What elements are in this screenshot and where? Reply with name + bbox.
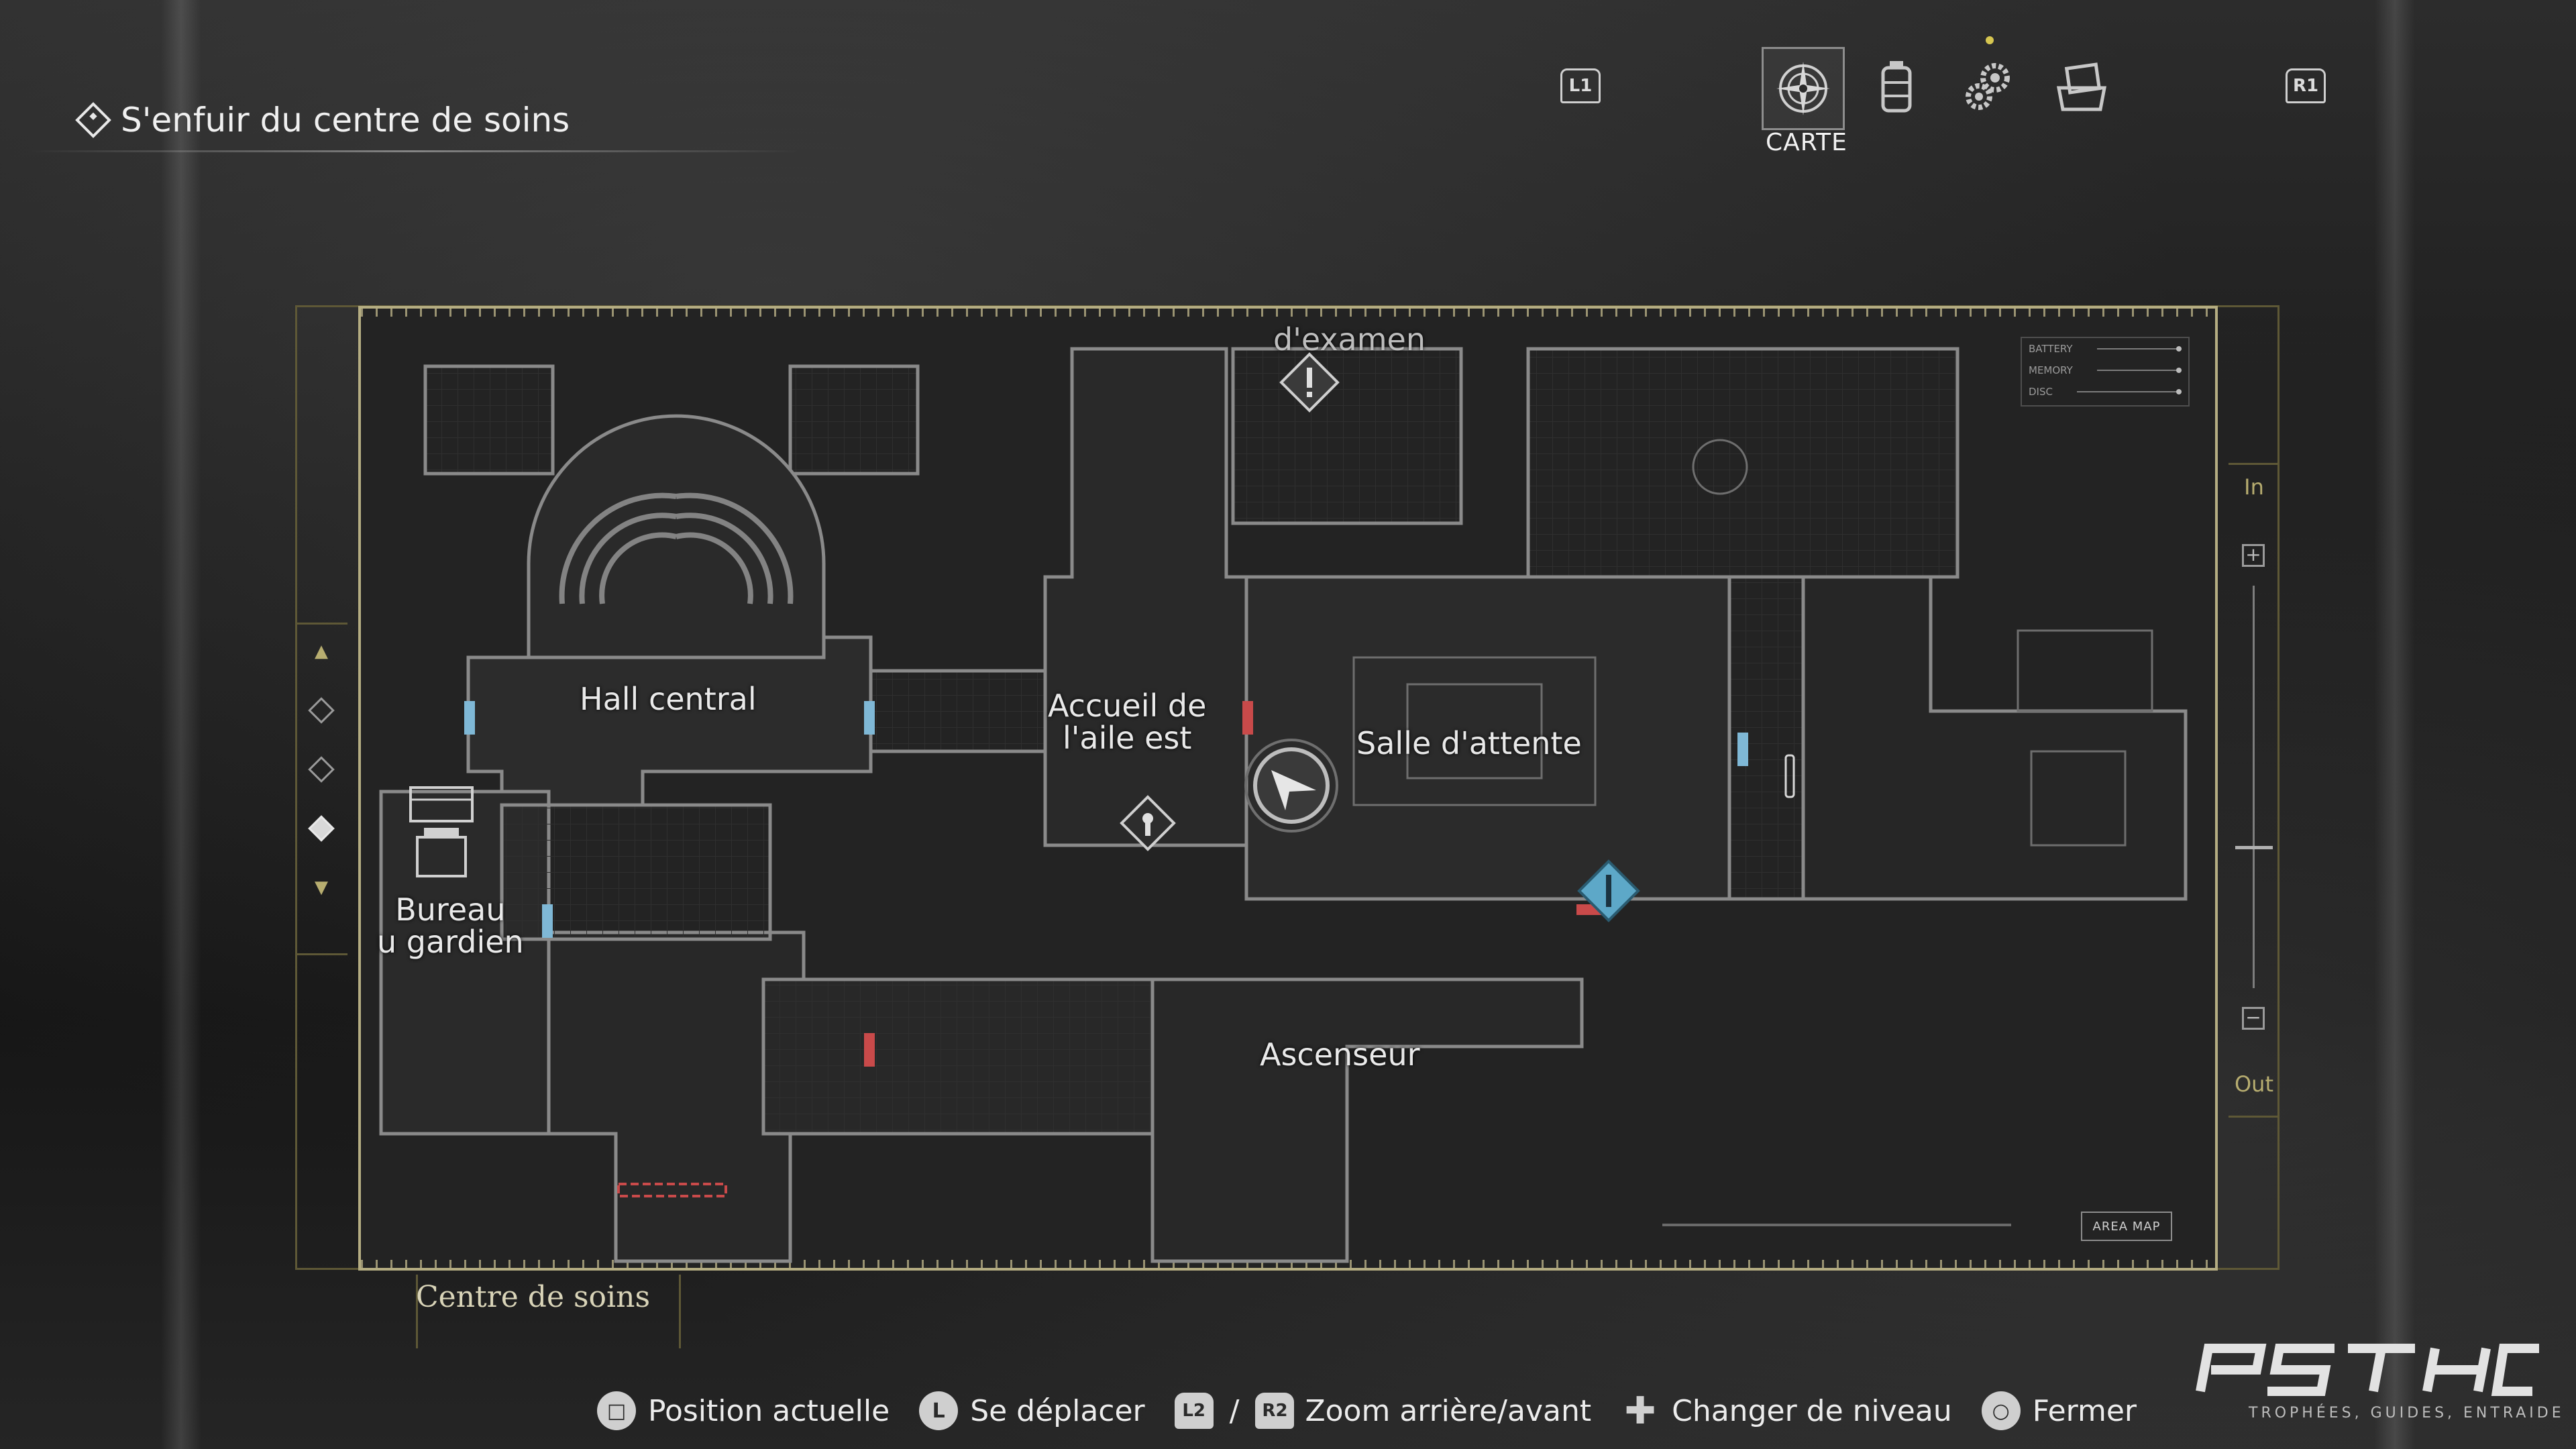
map-tab[interactable] xyxy=(1762,47,1845,130)
r1-shoulder-button[interactable]: R1 xyxy=(2286,68,2326,103)
zoom-in-label: In xyxy=(2244,474,2264,500)
room-label-accueil: Accueil de l'aile est xyxy=(1048,688,1207,757)
compass-icon xyxy=(1776,62,1830,115)
area-name-divider xyxy=(679,1275,681,1348)
inventory-tab[interactable] xyxy=(1857,47,1936,126)
key-lock-icon xyxy=(1120,795,1176,851)
control-change-level[interactable]: ✚ Changer de niveau xyxy=(1621,1389,1952,1433)
control-close[interactable]: ○ Fermer xyxy=(1981,1391,2137,1430)
zoom-plus-button[interactable]: + xyxy=(2242,544,2265,567)
psthc-logo xyxy=(2196,1344,2539,1396)
level-item[interactable] xyxy=(295,749,347,790)
map-ruler-top xyxy=(361,309,2215,317)
background-light-streak xyxy=(161,0,201,1449)
room-label-examen: d'examen xyxy=(1273,321,1426,358)
control-label: Se déplacer xyxy=(970,1393,1145,1428)
area-map-button[interactable]: AREA MAP xyxy=(2081,1212,2172,1241)
map-ruler-bottom xyxy=(361,1260,2215,1268)
files-tab[interactable] xyxy=(2042,47,2121,126)
controls-bar: □ Position actuelle L Se déplacer L2 / R… xyxy=(597,1389,2166,1433)
control-move[interactable]: L Se déplacer xyxy=(919,1391,1145,1430)
room-label-bureau: Bureau u gardien xyxy=(377,892,524,961)
level-item-current[interactable] xyxy=(295,808,347,849)
level-diamond-icon xyxy=(308,756,335,783)
square-button-icon: □ xyxy=(597,1391,636,1430)
control-label: Changer de niveau xyxy=(1672,1393,1952,1428)
status-battery: BATTERY xyxy=(2022,338,2188,360)
room-label-salle-attente: Salle d'attente xyxy=(1356,725,1582,761)
diamond-icon xyxy=(75,102,111,138)
level-diamond-icon xyxy=(308,815,335,842)
objective-marker-icon xyxy=(1577,859,1640,922)
status-bar xyxy=(2076,389,2182,394)
canister-icon xyxy=(1881,61,1912,113)
zoom-control: In + − Out xyxy=(2229,463,2279,1118)
gears-icon xyxy=(1966,63,2010,110)
level-item[interactable] xyxy=(295,690,347,731)
zoom-out-label: Out xyxy=(2234,1071,2273,1097)
notification-dot xyxy=(1986,36,1994,44)
r2-trigger-icon: R2 xyxy=(1255,1393,1295,1429)
control-label: Position actuelle xyxy=(648,1393,890,1428)
left-stick-icon: L xyxy=(919,1391,959,1430)
background-light-streak xyxy=(2375,0,2415,1449)
circle-button-icon: ○ xyxy=(1981,1391,2021,1430)
area-name-divider xyxy=(416,1275,418,1348)
l1-shoulder-button[interactable]: L1 xyxy=(1560,68,1601,103)
area-name: Centre de soins xyxy=(416,1280,651,1314)
zoom-slider-thumb[interactable] xyxy=(2235,846,2273,849)
player-arrow-icon xyxy=(1244,739,1338,833)
item-marker-icon xyxy=(1784,754,1795,798)
control-label: Zoom arrière/avant xyxy=(1305,1393,1592,1428)
status-memory: MEMORY xyxy=(2022,360,2188,381)
level-down-arrow-icon[interactable]: ▼ xyxy=(315,877,328,898)
level-diamond-icon xyxy=(308,697,335,724)
zoom-track[interactable] xyxy=(2253,586,2255,988)
status-bar xyxy=(2096,368,2182,373)
save-point-icon xyxy=(1279,352,1340,413)
objective-divider xyxy=(27,150,798,152)
objective-text: S'enfuir du centre de soins xyxy=(121,101,570,140)
map-tab-label: CARTE xyxy=(1766,129,1847,156)
l2-trigger-icon: L2 xyxy=(1174,1393,1214,1429)
map-view[interactable]: Hall central Accueil de l'aile est Salle… xyxy=(358,306,2218,1271)
brand-tagline: TROPHÉES, GUIDES, ENTRAIDE xyxy=(2249,1405,2565,1421)
floorplan xyxy=(379,347,2188,1263)
control-zoom[interactable]: L2 / R2 Zoom arrière/avant xyxy=(1174,1393,1621,1429)
status-bar xyxy=(2096,346,2182,352)
control-current-position[interactable]: □ Position actuelle xyxy=(597,1391,890,1430)
controls-separator: / xyxy=(1229,1393,1240,1428)
level-up-arrow-icon[interactable]: ▲ xyxy=(315,641,328,661)
typewriter-icon xyxy=(409,786,474,877)
status-disc: DISC xyxy=(2022,381,2188,402)
upgrades-tab[interactable] xyxy=(1949,47,2029,126)
control-label: Fermer xyxy=(2032,1393,2137,1428)
objective: S'enfuir du centre de soins xyxy=(75,101,570,140)
files-icon xyxy=(2056,62,2107,111)
zoom-minus-button[interactable]: − xyxy=(2242,1007,2265,1030)
dpad-icon: ✚ xyxy=(1624,1389,1656,1433)
level-selector: ▲ ▼ xyxy=(295,623,347,955)
room-label-hall-central: Hall central xyxy=(580,681,757,717)
room-label-ascenseur: Ascenseur xyxy=(1260,1036,1420,1073)
device-status-panel: BATTERY MEMORY DISC xyxy=(2021,337,2190,407)
